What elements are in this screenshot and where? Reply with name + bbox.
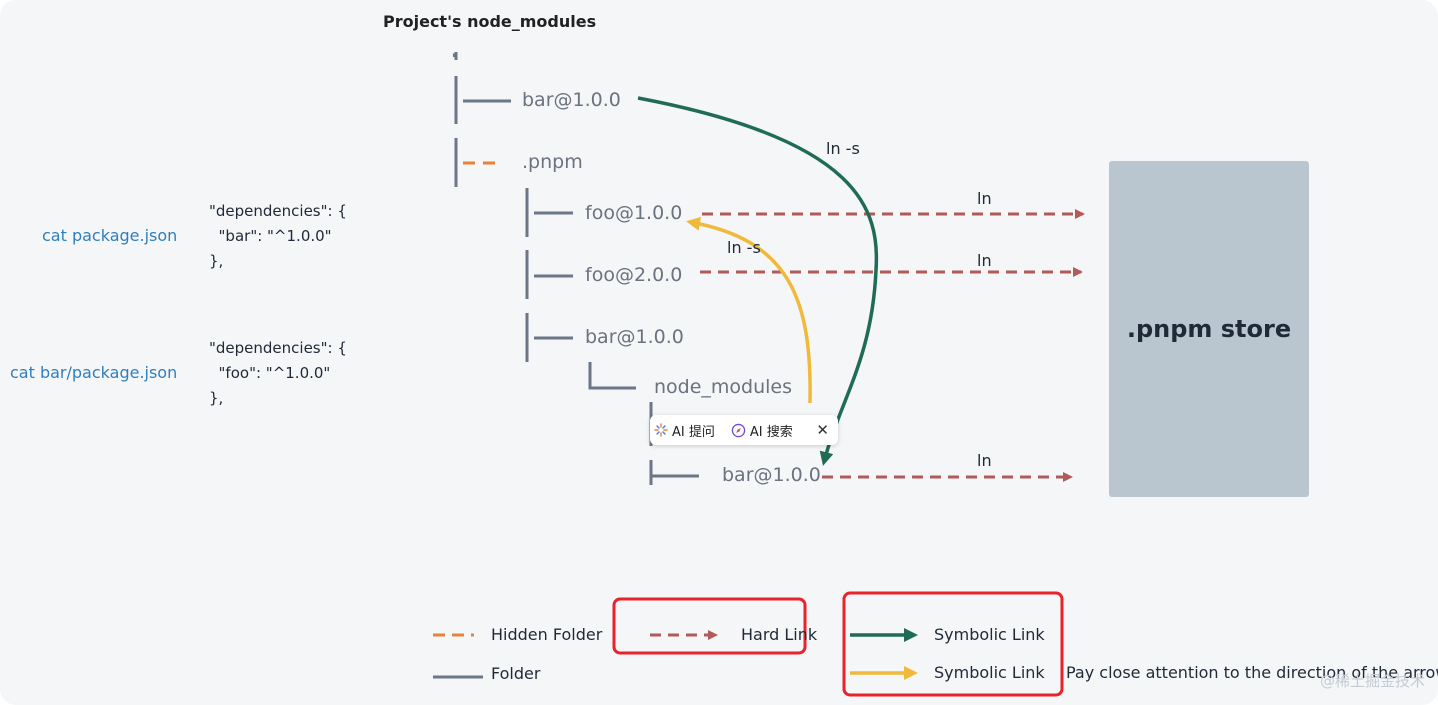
ai-selection-toolbar: AI 提问 AI 搜索 ✕ xyxy=(650,415,838,445)
close-icon[interactable]: ✕ xyxy=(816,421,829,439)
label-yellow-ln-s: ln -s xyxy=(727,238,761,257)
node-bar-top: bar@1.0.0 xyxy=(522,89,621,111)
json-line: }, xyxy=(209,252,224,270)
ai-ask-label: AI 提问 xyxy=(672,424,715,440)
symbolic-link-yellow xyxy=(686,216,812,404)
highlight-box-hard-link xyxy=(612,597,807,655)
diagram-title: Project's node_modules xyxy=(383,12,597,31)
label-ln-bar-nested: ln xyxy=(977,451,992,470)
node-bar-pnpm: bar@1.0.0 xyxy=(585,326,684,348)
legend-folder-label: Folder xyxy=(491,664,541,683)
cmd-cat-bar-package-json: cat bar/package.json xyxy=(10,363,178,382)
direction-note: Pay close attention to the direction of … xyxy=(1066,663,1438,682)
ai-search-label: AI 搜索 xyxy=(749,424,793,440)
node-pnpm: .pnpm xyxy=(522,151,583,173)
json-bar-deps: "dependencies": { "foo": "^1.0.0" }, xyxy=(209,336,347,411)
folder-tree-lines xyxy=(454,52,699,485)
json-line: "bar": "^1.0.0" xyxy=(209,227,332,245)
hard-links xyxy=(700,209,1085,482)
node-foo1: foo@1.0.0 xyxy=(585,202,683,224)
label-ln-foo1: ln xyxy=(977,189,992,208)
ai-ask-button[interactable]: AI 提问 xyxy=(650,421,719,440)
pnpm-store-label: .pnpm store xyxy=(1126,315,1292,343)
json-line: "dependencies": { xyxy=(209,339,347,357)
symbolic-link-green xyxy=(637,96,879,466)
legend-hard-link-label: Hard Link xyxy=(741,625,818,644)
json-root-deps: "dependencies": { "bar": "^1.0.0" }, xyxy=(209,199,347,274)
node-node-modules: node_modules xyxy=(654,376,793,398)
label-ln-foo2: ln xyxy=(977,251,992,270)
label-green-ln-s: ln -s xyxy=(826,139,860,158)
legend-hidden-folder-label: Hidden Folder xyxy=(491,625,603,644)
compass-icon xyxy=(731,423,746,437)
root-dot: . xyxy=(451,40,459,62)
node-foo2: foo@2.0.0 xyxy=(585,264,683,286)
watermark: @稀土掘金技术 xyxy=(1320,672,1426,690)
node-bar-nested: bar@1.0.0 xyxy=(722,464,821,486)
pnpm-store-box: .pnpm store xyxy=(1109,161,1309,497)
branch-node-modules xyxy=(588,362,636,390)
json-line: "foo": "^1.0.0" xyxy=(209,364,331,382)
sparkle-icon xyxy=(654,423,668,437)
json-line: "dependencies": { xyxy=(209,202,347,220)
ai-search-button[interactable]: AI 搜索 xyxy=(727,421,797,440)
legend-symbolic-link-yellow-label: Symbolic Link xyxy=(934,663,1045,682)
cmd-cat-package-json: cat package.json xyxy=(42,226,178,245)
legend-symbolic-link-green-label: Symbolic Link xyxy=(934,625,1045,644)
highlight-box-symbolic-links xyxy=(842,591,1064,697)
json-line: }, xyxy=(209,389,224,407)
